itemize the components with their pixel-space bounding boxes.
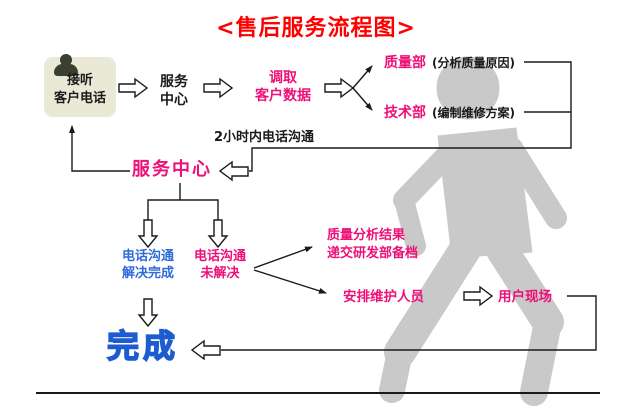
tech-dept-note: (编制维修方案)	[432, 106, 515, 120]
node-quality-dept: 质量部	[384, 55, 426, 71]
arrow-service-to-data	[203, 77, 234, 99]
quality-dept-note: (分析质量原因)	[432, 56, 515, 70]
arrow-site-to-complete	[190, 339, 221, 361]
unresolved-to-result-line	[253, 246, 313, 269]
arrow-staff-to-site	[463, 285, 494, 307]
return-bracket-line	[249, 61, 572, 172]
loop-to-answer-line	[69, 125, 130, 172]
node-service-center-2: 服务中心	[132, 159, 212, 180]
node-service-center-1: 服务 中心	[160, 74, 188, 109]
unresolved-to-staff-line	[253, 269, 327, 294]
node-quality-result-filing: 质量分析结果 递交研发部备档	[327, 228, 419, 261]
arrow-answer-to-service	[118, 77, 149, 99]
site-to-complete-line	[221, 295, 597, 351]
arrow-resolved-to-complete	[137, 298, 159, 328]
node-complete: 完成	[106, 326, 179, 365]
arrow-to-service-center2	[218, 160, 249, 182]
walking-person-silhouette	[379, 56, 567, 406]
split-to-tech-line	[352, 87, 373, 111]
answer-call-label: 接听 客户电话	[53, 73, 106, 106]
split-to-quality-line	[352, 65, 373, 89]
node-retrieve-data: 调取 客户数据	[255, 70, 311, 105]
node-phone-resolved: 电话沟通 解决完成	[121, 249, 174, 281]
page-title: <售后服务流程图>	[216, 16, 416, 41]
arrow-to-unresolved	[207, 219, 229, 249]
node-tech-dept: 技术部	[384, 105, 426, 121]
node-user-site: 用户现场	[498, 289, 552, 305]
agent-icon	[54, 54, 78, 76]
arrow-to-resolved	[137, 219, 159, 249]
arrow-data-to-depts	[324, 77, 355, 99]
node-phone-unresolved: 电话沟通 未解决	[193, 249, 246, 281]
answer-call-box: 接听 客户电话	[44, 54, 116, 117]
node-arrange-staff: 安排维护人员	[343, 289, 424, 305]
two-hour-callback-note: 2小时内电话沟通	[213, 130, 315, 145]
service-split-line	[147, 183, 219, 221]
